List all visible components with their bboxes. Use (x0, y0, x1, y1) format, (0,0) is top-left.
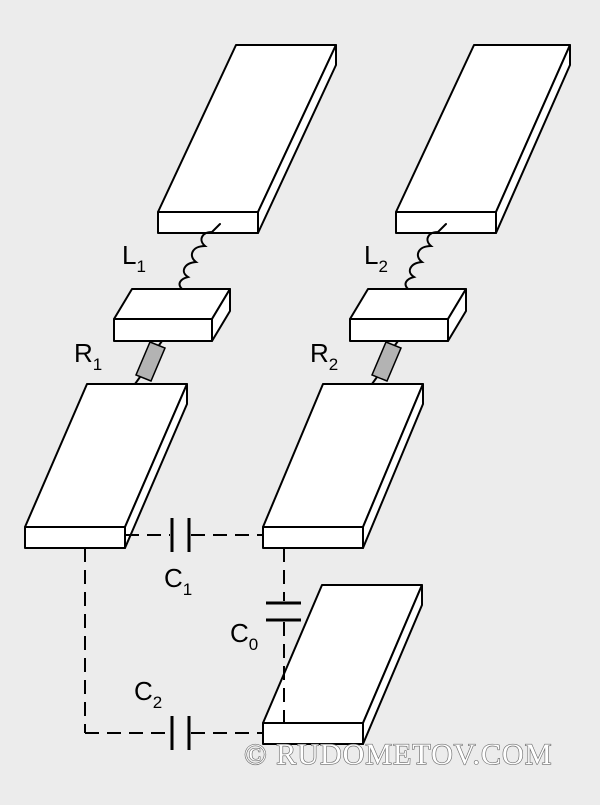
capacitor-c2 (170, 716, 191, 750)
capacitor-c1 (170, 518, 191, 552)
label-c1: C1 (164, 563, 192, 599)
label-l2: L2 (364, 240, 388, 276)
middle-right-slab (262, 383, 424, 549)
resistor-r1 (134, 340, 166, 385)
resistor-r2 (371, 340, 402, 385)
label-c2: C2 (134, 676, 162, 712)
label-r2: R2 (310, 338, 338, 374)
top-left-slab (157, 44, 337, 234)
label-l1: L1 (122, 240, 146, 276)
bottom-right-slab (262, 584, 423, 745)
inductor-l1 (178, 223, 221, 290)
middle-left-slab (24, 383, 188, 549)
top-right-slab (395, 44, 571, 234)
watermark-text: © RUDOMETOV.COM (244, 738, 552, 771)
label-r1: R1 (74, 338, 102, 374)
small-left-block (113, 288, 231, 342)
inductor-l2 (404, 223, 447, 290)
small-right-block (349, 288, 467, 342)
label-c0: C0 (230, 618, 258, 654)
capacitor-c0 (266, 601, 301, 622)
